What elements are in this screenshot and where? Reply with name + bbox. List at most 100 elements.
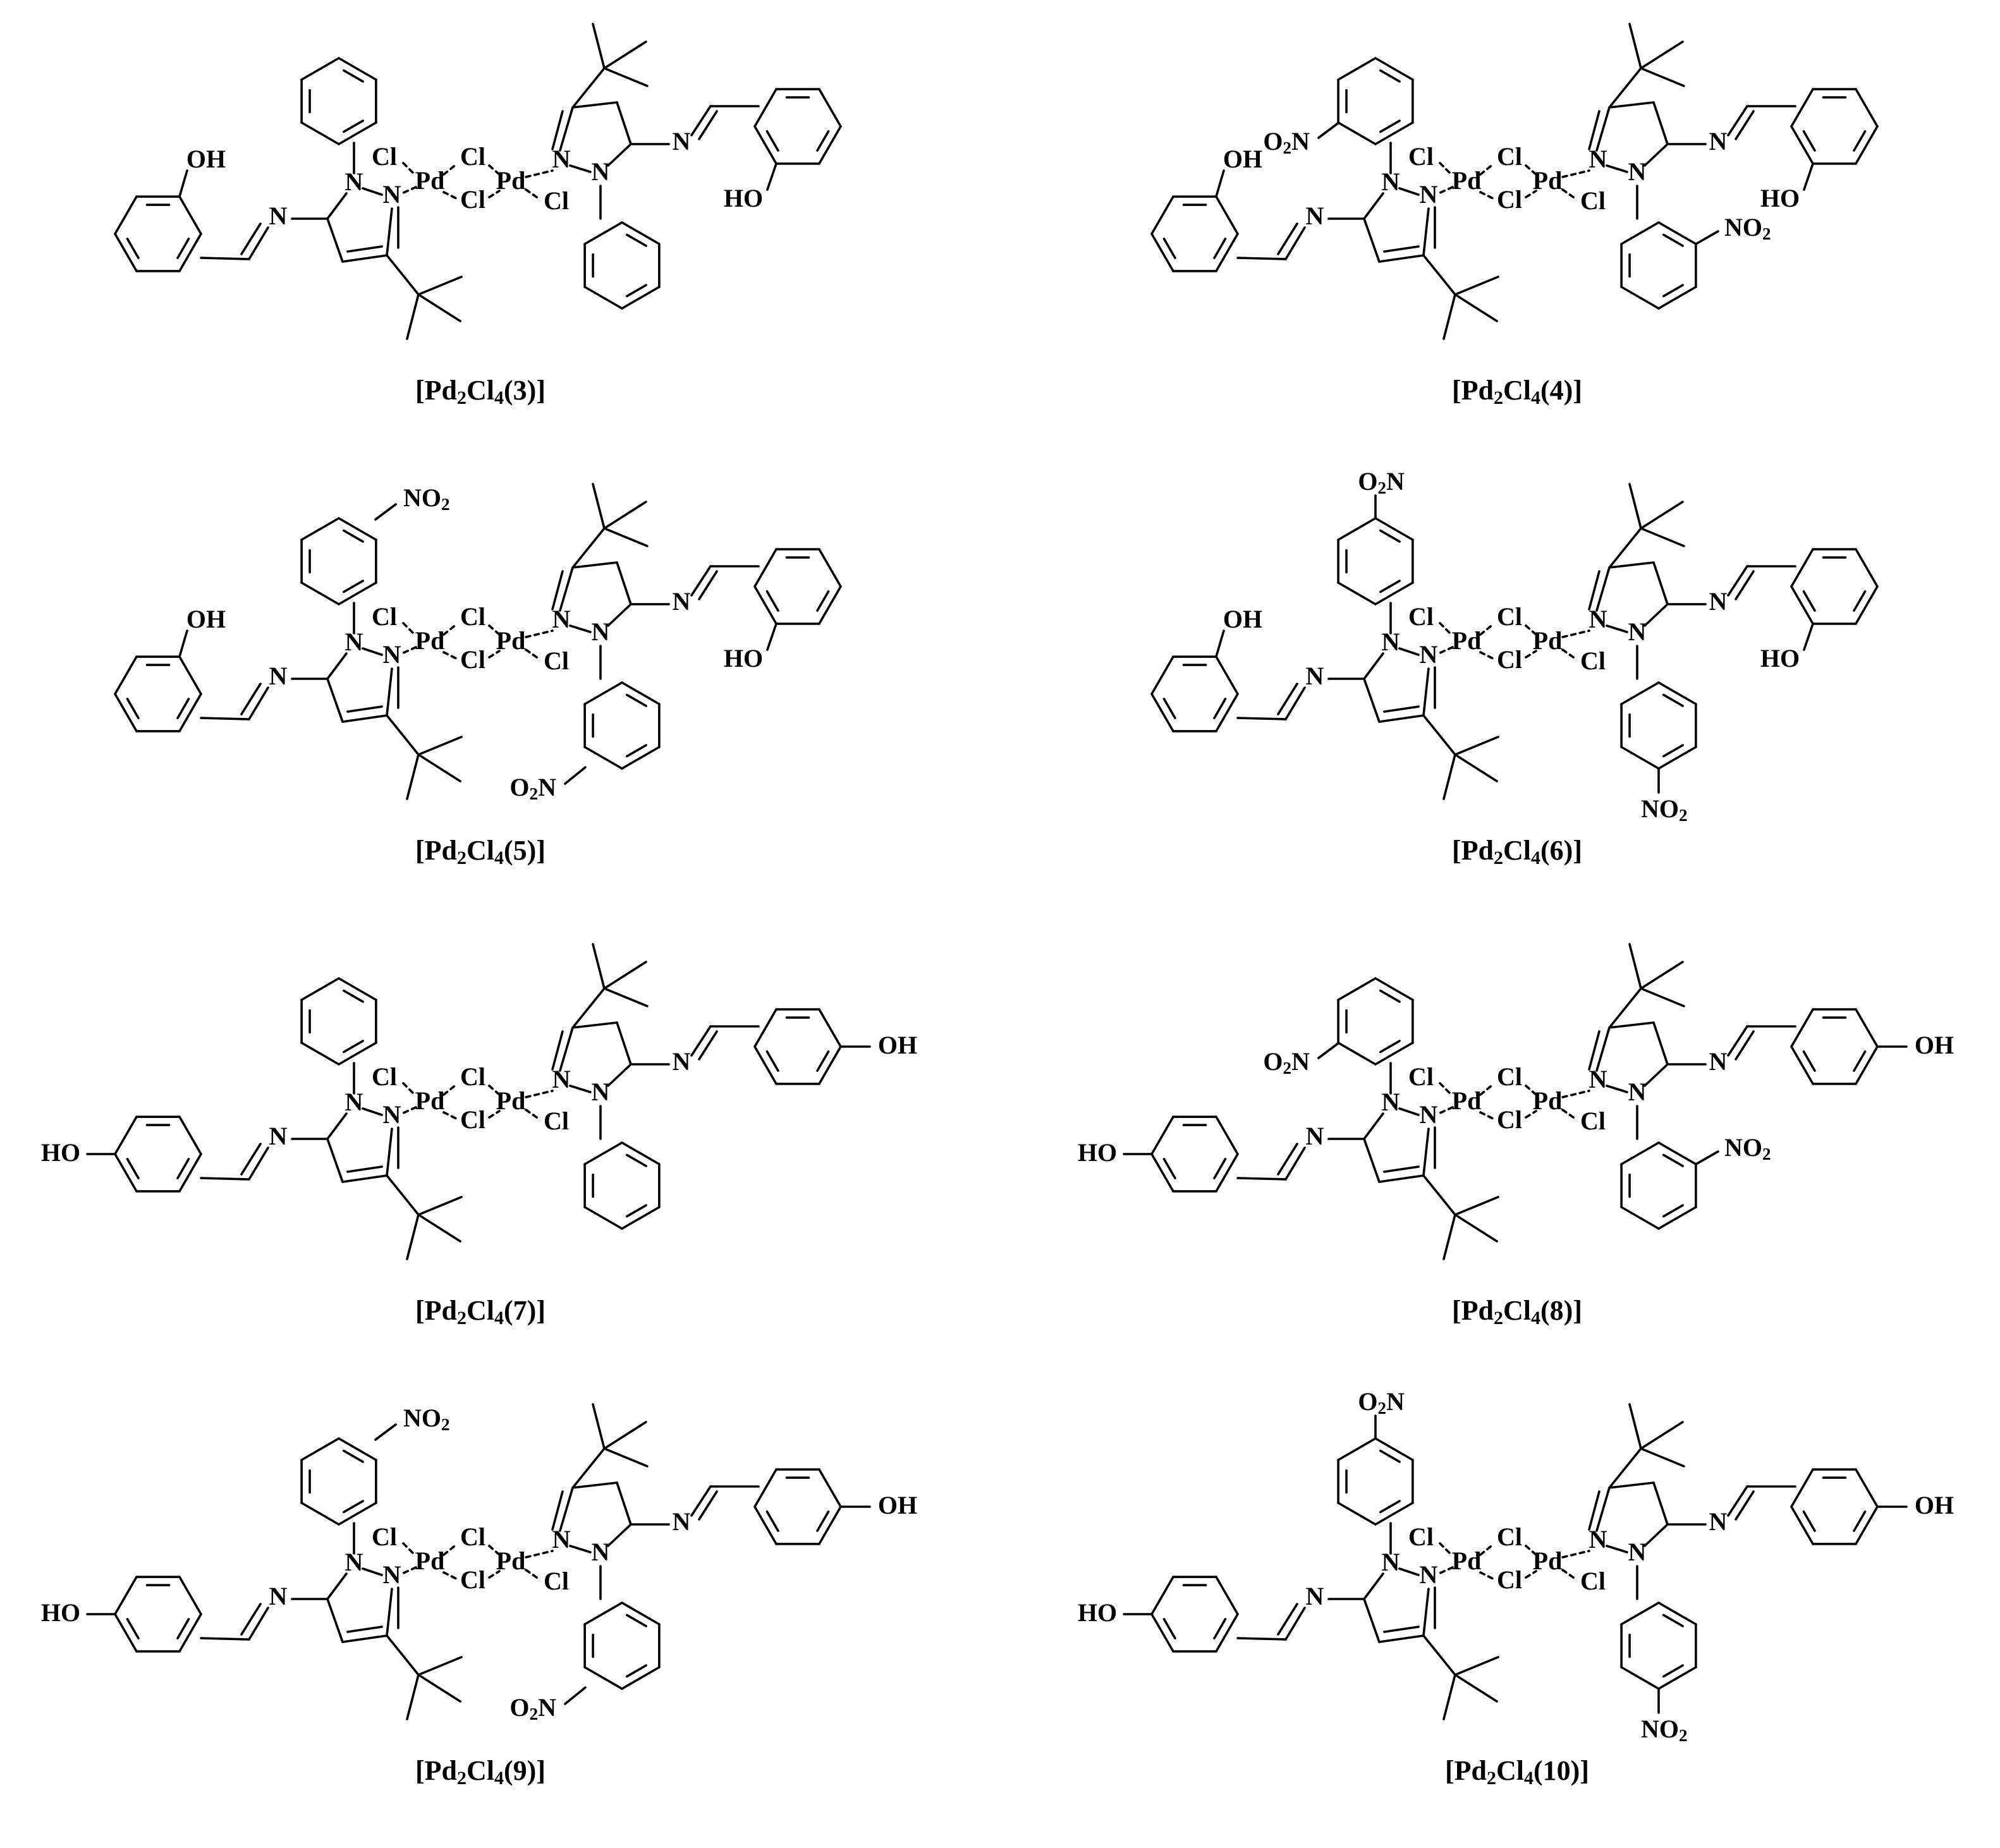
ring-double-bond (626, 1153, 647, 1167)
ring-bond (178, 1613, 202, 1653)
cl-bridge-top: Cl (460, 142, 485, 171)
ring-bond (1374, 1042, 1414, 1066)
tert-butyl-group (571, 943, 649, 1029)
ring-bond (338, 1437, 377, 1461)
methyl-bond (1640, 961, 1684, 990)
n-n-bond (569, 1545, 592, 1553)
ring-bond (621, 221, 661, 245)
bond (326, 1598, 344, 1643)
ring-bond (1215, 655, 1239, 695)
ring-double-bond (1379, 989, 1401, 1003)
cl-atom: Cl (1580, 647, 1606, 675)
ring-bond (1150, 1115, 1174, 1155)
ring-bond (583, 746, 623, 770)
phenol-ring (1790, 88, 1879, 165)
pd-cl-bond (442, 1111, 458, 1120)
imine-double-bond (698, 1490, 718, 1521)
pd-cl-bond (1479, 1111, 1494, 1120)
bond (1378, 254, 1425, 263)
ring-bond (300, 581, 340, 605)
ring-bond (753, 1008, 777, 1048)
bond (1236, 1177, 1287, 1181)
pd-n-bond (401, 186, 417, 195)
nitro-atom: N (1724, 1133, 1743, 1162)
ring-bond (178, 1153, 202, 1193)
pd-cl-bond (402, 162, 416, 176)
ring-bond (1374, 57, 1414, 81)
phenol-ring (753, 1468, 842, 1545)
imine-double-bond (1277, 1603, 1298, 1636)
imine-n: N (673, 1507, 691, 1536)
nitro-subscript: 2 (1679, 1726, 1688, 1745)
bond (607, 1063, 632, 1087)
ring-bond (1620, 1141, 1660, 1165)
pd-cl-bond (402, 1082, 416, 1096)
pyrazole-n1: N (1628, 1078, 1647, 1106)
pd-n-bond (525, 1550, 554, 1559)
hydroxy-left: HO (1078, 1138, 1153, 1167)
pd-cl-bond (488, 164, 501, 176)
imine-n: N (673, 587, 691, 616)
ring-double-bond (343, 580, 364, 593)
pd-cl-bond (525, 1109, 540, 1120)
ring-bond (1855, 1505, 1879, 1545)
nitro-group-label: O2N (509, 773, 556, 803)
hydroxy-right: OH (839, 1491, 917, 1519)
pd-n-bond (1561, 169, 1590, 178)
bond (341, 1634, 388, 1643)
bond (1695, 230, 1719, 245)
ring-bond (753, 88, 777, 128)
bond (1643, 143, 1669, 167)
ring-bond (178, 1576, 202, 1615)
n-n-bond (1398, 187, 1420, 196)
ring-double-bond (1162, 1158, 1176, 1179)
methyl-bond (1454, 1656, 1499, 1676)
phenol-ring (114, 655, 202, 733)
ring-bond (621, 1141, 661, 1165)
pd-cl-bond (442, 1571, 458, 1580)
ring-double-bond (765, 130, 779, 152)
ring-double-bond (626, 1204, 647, 1218)
ring-double-bond (126, 238, 140, 259)
double-bond (346, 1165, 383, 1173)
phenol-ring (114, 1576, 202, 1653)
bond (1643, 1523, 1669, 1547)
pd-cl-bond (1561, 188, 1576, 200)
bond (1652, 1021, 1669, 1066)
pd-atom-left: Pd (1452, 166, 1482, 195)
ring-bond (1620, 1206, 1660, 1230)
cl-atom: Cl (544, 647, 569, 675)
hydroxy-label: HO (41, 1138, 80, 1167)
pd-atom-left: Pd (1452, 1086, 1482, 1115)
ring-double-bond (1213, 1158, 1227, 1179)
bond (1608, 987, 1642, 1029)
cl-bridge-bottom: Cl (460, 1105, 485, 1134)
phenol-ring (1150, 1576, 1239, 1653)
ring-bond (1374, 517, 1414, 541)
bond (1595, 1486, 1611, 1532)
nitro-subscript: 2 (1283, 138, 1292, 157)
methyl-bond (417, 736, 463, 756)
n-aryl-ring (1337, 1437, 1414, 1526)
ring-double-bond (816, 1050, 830, 1072)
ring-bond (818, 1008, 842, 1048)
label-text: (9)] (504, 1755, 546, 1786)
n-n-bond (1606, 1085, 1628, 1093)
bond (1363, 217, 1381, 263)
ring-bond (1337, 581, 1377, 605)
methyl-bond (603, 1447, 649, 1468)
imine-double-bond (1277, 1143, 1298, 1176)
imine-n: N (269, 1122, 288, 1150)
methyl-bond (1454, 1674, 1498, 1703)
ring-bond (1215, 1576, 1239, 1615)
pd-cl-bond (1561, 1109, 1576, 1120)
ring-bond (818, 585, 842, 625)
label-text: (7)] (504, 1295, 546, 1326)
label-text: [Pd (415, 1295, 457, 1326)
bond (571, 987, 606, 1029)
methyl-bond (592, 483, 606, 530)
ring-bond (1337, 1437, 1377, 1461)
